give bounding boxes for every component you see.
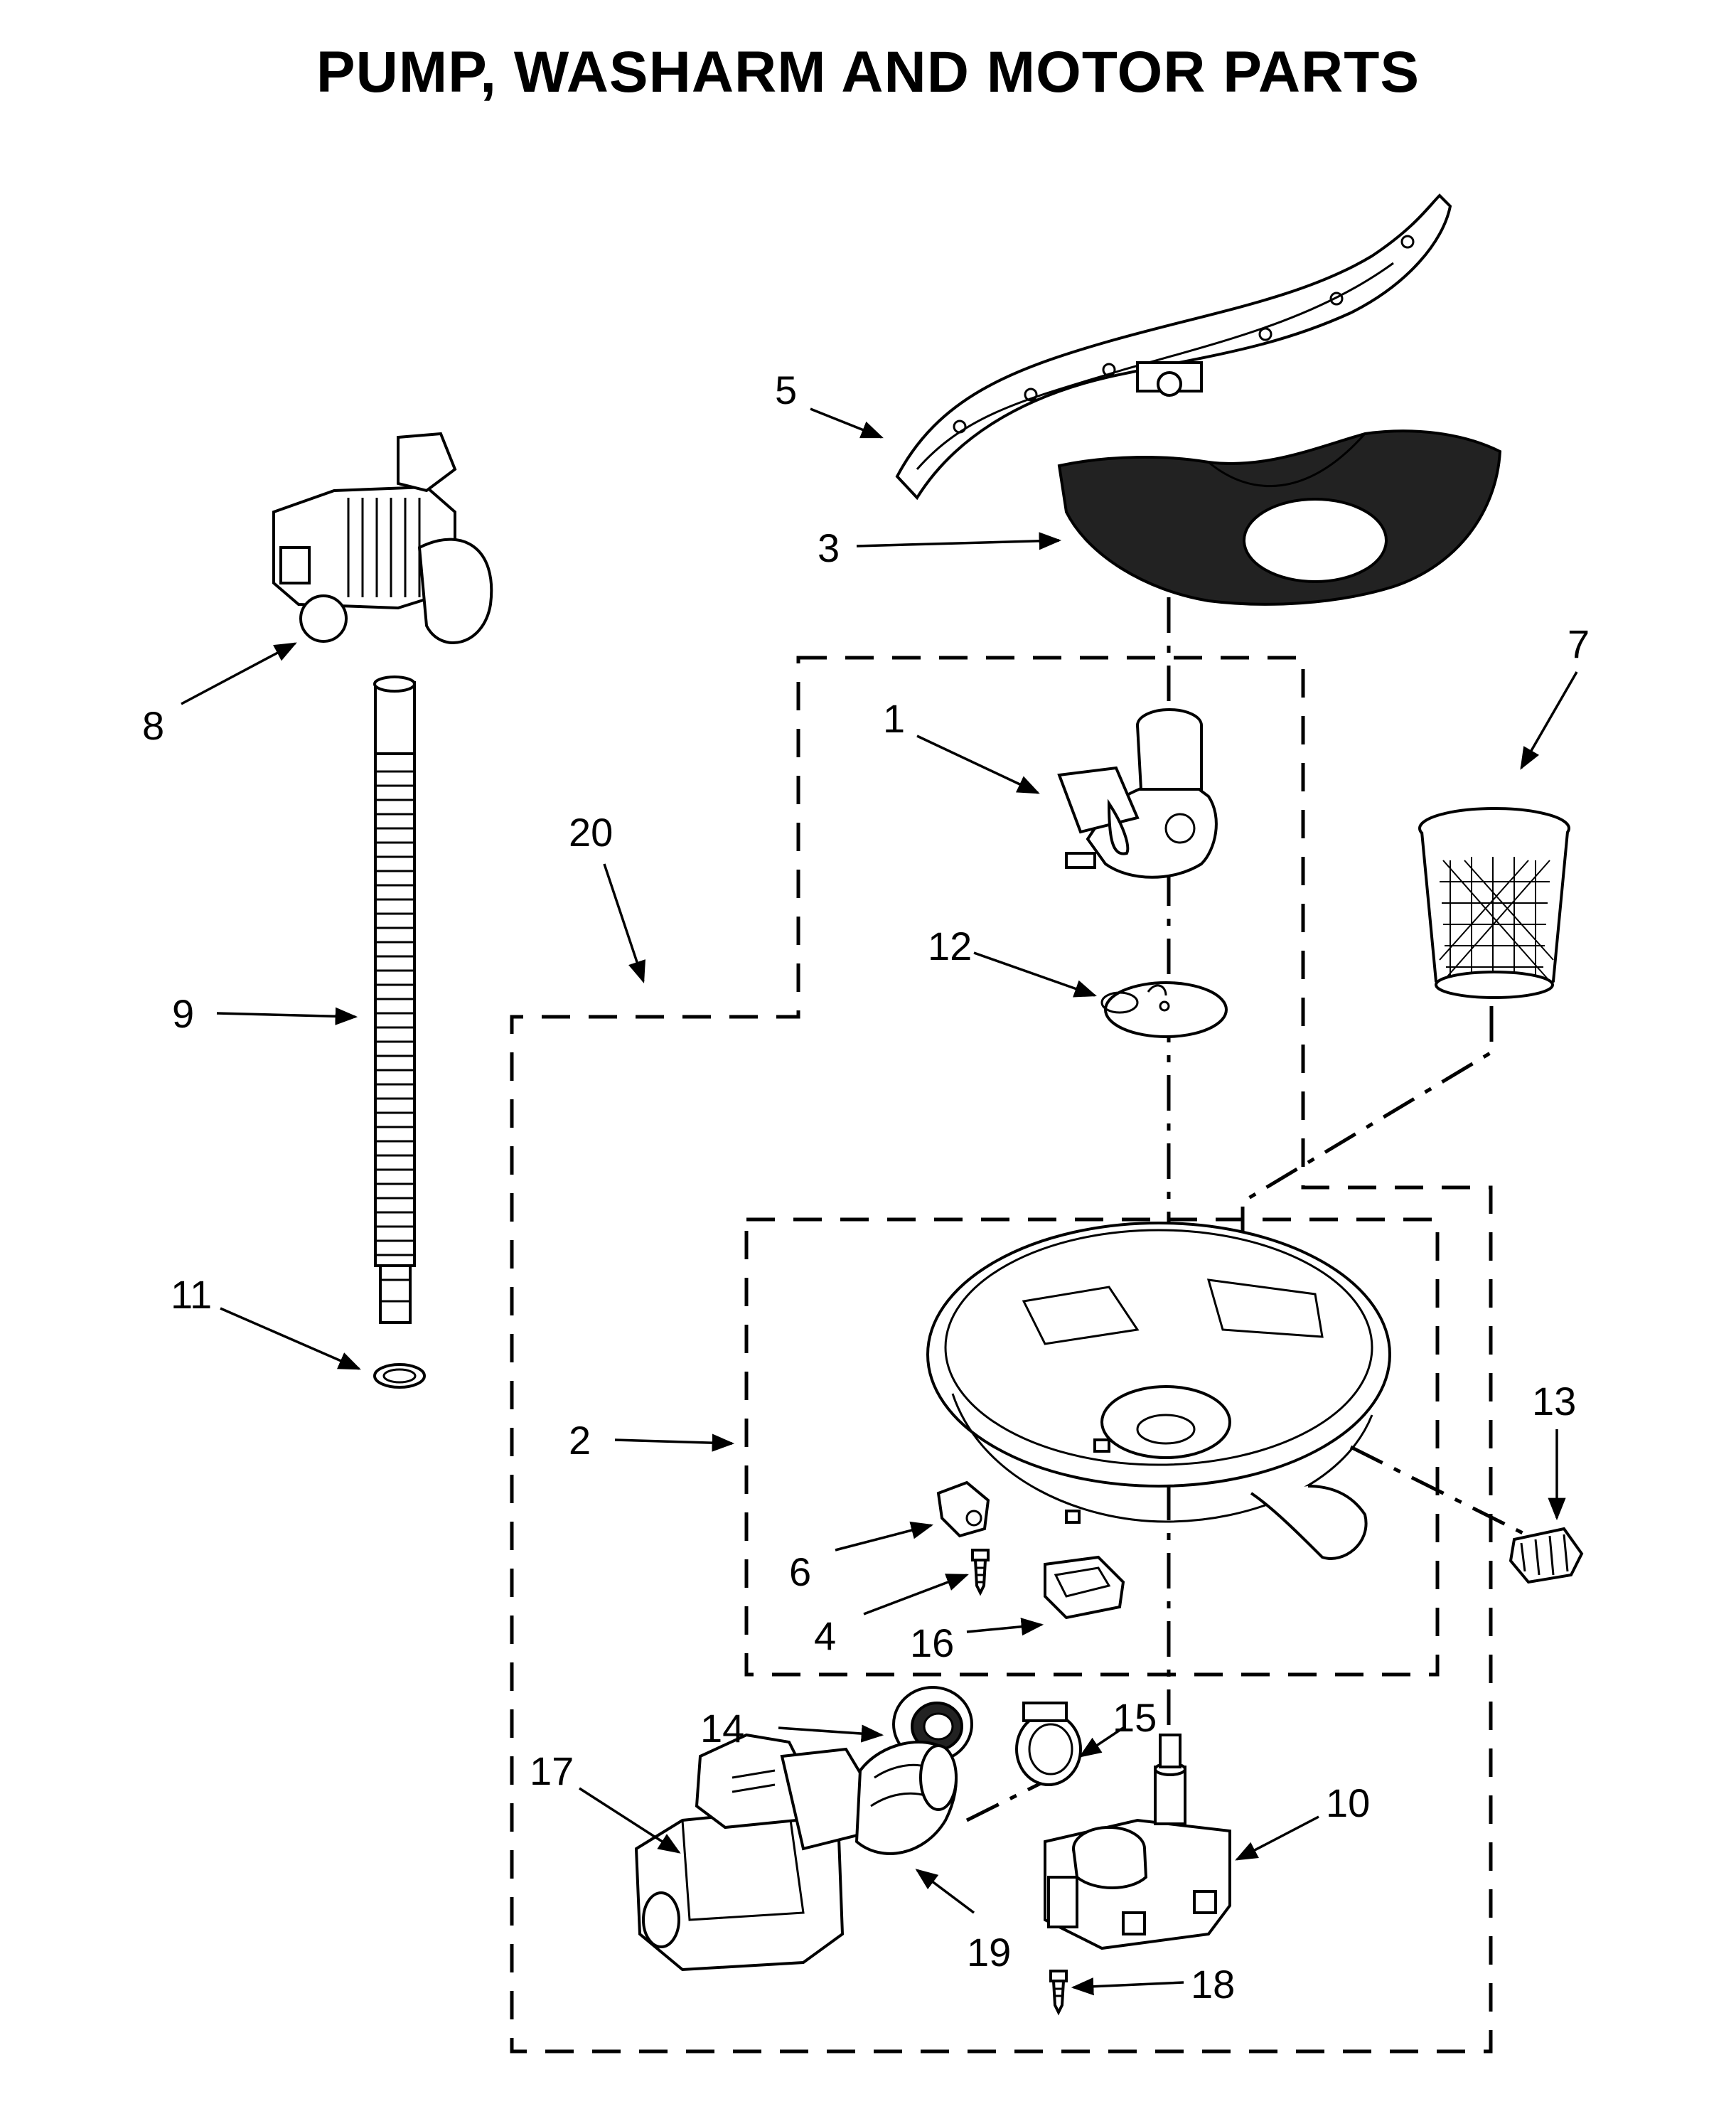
callout-labels: 5 3 1 12 7 8 9 20 11 2 6 4 16 13 14 15 1… (142, 368, 1590, 2007)
bracket-part[interactable] (936, 1480, 990, 1538)
callout-2: 2 (569, 1418, 591, 1463)
disc-part[interactable] (1100, 981, 1228, 1038)
callout-6: 6 (789, 1549, 811, 1594)
centerline-sensor (1349, 1445, 1530, 1538)
drain-hose-part[interactable] (373, 675, 416, 1324)
filter-cover-part[interactable] (1057, 429, 1502, 606)
wash-arm-part[interactable] (895, 193, 1452, 501)
callout-9: 9 (172, 991, 194, 1036)
circulation-clamp-part[interactable] (1015, 1702, 1082, 1786)
centerline-pump (965, 1761, 1082, 1822)
callout-15: 15 (1113, 1695, 1157, 1740)
callout-20: 20 (569, 810, 613, 855)
callout-16: 16 (910, 1620, 954, 1665)
screw-part[interactable] (971, 1549, 990, 1596)
leader-lines (181, 407, 1578, 1996)
circulation-motor-part[interactable] (634, 1733, 869, 1972)
circulation-hose-part[interactable] (854, 1741, 958, 1855)
callout-1: 1 (883, 696, 905, 741)
callout-4: 4 (814, 1613, 836, 1658)
callout-17: 17 (530, 1748, 574, 1793)
callout-11: 11 (171, 1272, 212, 1317)
pump-housing-part[interactable] (1057, 708, 1218, 879)
callout-18: 18 (1191, 1962, 1235, 2007)
callout-13: 13 (1532, 1379, 1576, 1424)
callout-8: 8 (142, 703, 164, 748)
filter-basket-part[interactable] (1418, 807, 1570, 999)
callout-10: 10 (1326, 1780, 1370, 1825)
drain-pump-part[interactable] (272, 432, 493, 644)
group-2-boundary (744, 1217, 1440, 1677)
centerline-filter (1241, 1006, 1494, 1443)
motor-screw-part[interactable] (1049, 1970, 1068, 2016)
callout-19: 19 (967, 1930, 1011, 1975)
callout-3: 3 (818, 525, 840, 570)
callout-5: 5 (775, 368, 797, 412)
sump-part[interactable] (926, 1222, 1391, 1560)
wash-motor-part[interactable] (1044, 1734, 1231, 1950)
callout-7: 7 (1568, 621, 1590, 666)
callout-12: 12 (928, 924, 972, 968)
sensor-part[interactable] (1509, 1527, 1584, 1584)
hose-clamp-part[interactable] (373, 1363, 426, 1389)
callout-14: 14 (700, 1706, 744, 1751)
diagram-title: PUMP, WASHARM AND MOTOR PARTS (316, 40, 1420, 105)
group-20-boundary (510, 656, 1493, 2054)
connector-part[interactable] (1044, 1555, 1125, 1620)
